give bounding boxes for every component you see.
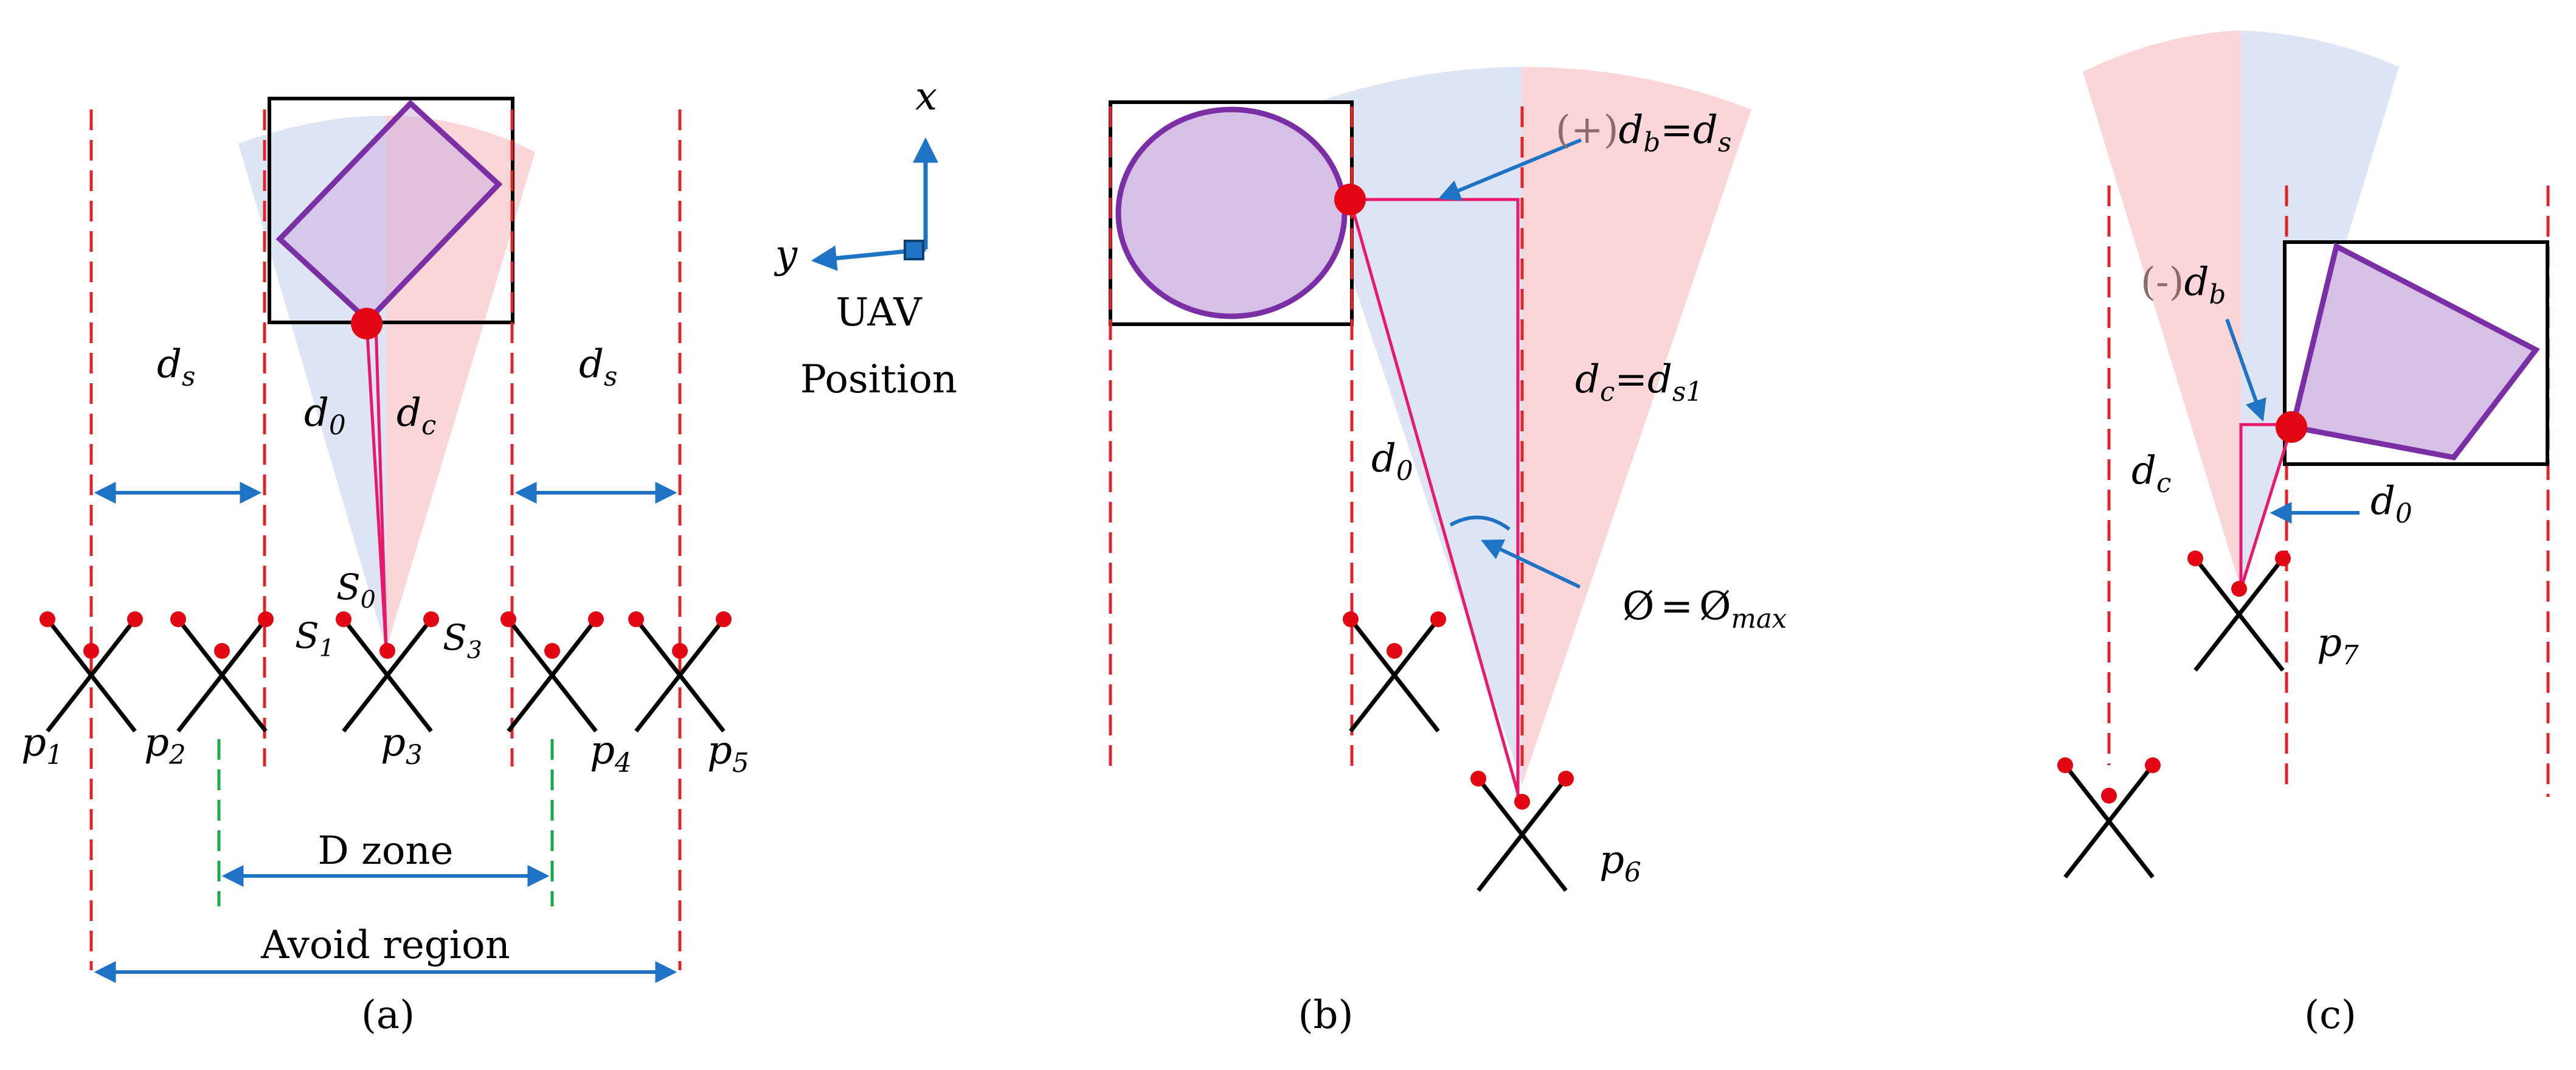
dc-equation: dc=ds1 — [1575, 357, 1703, 408]
uav-icon-p5 — [628, 611, 732, 733]
uav-icon-p1 — [40, 611, 143, 733]
obstacle-ellipse — [1115, 106, 1348, 319]
obstacle-contact-point — [1334, 184, 1366, 215]
panel-c: (-)db dc d0 p7 (c) — [2057, 30, 2550, 1038]
d0-label: d0 — [304, 391, 346, 441]
phi-pointer-arrow — [1481, 539, 1581, 589]
dc-path-line — [374, 323, 388, 650]
ds-label-right: ds — [579, 342, 617, 392]
s1-label: S1 — [295, 615, 334, 662]
uav-icon — [1343, 611, 1446, 733]
avoid-region-label: Avoid region — [260, 923, 510, 968]
uav-icon — [2057, 757, 2161, 879]
phi-angle-arc — [1449, 515, 1511, 531]
axes-caption-line2: Position — [800, 357, 957, 402]
panel-c-caption: (c) — [2304, 993, 2356, 1038]
uav-icon-p2 — [170, 611, 274, 733]
db-path — [2239, 423, 2291, 589]
d0-label: d0 — [1371, 436, 1413, 487]
dc-label: dc — [396, 391, 436, 441]
sensor-sector-left — [2083, 30, 2241, 589]
sensor-sector-right — [1522, 67, 1751, 785]
phi-equation: Ø=Ømax — [1622, 584, 1787, 634]
uav-icon-p4 — [500, 611, 604, 733]
p5-label: p5 — [707, 728, 749, 779]
db-pointer-arrow — [2225, 318, 2266, 422]
ds-label-left: ds — [157, 342, 195, 392]
p6-label: p6 — [1599, 838, 1641, 888]
y-axis-label: y — [774, 232, 798, 277]
d0-path-line — [1348, 199, 1522, 802]
boundary-lines — [89, 109, 682, 970]
p1-label: p1 — [21, 720, 63, 771]
x-axis-label: x — [915, 74, 937, 119]
db-label: (-)db — [2141, 260, 2226, 310]
panel-a: ds ds d0 dc S0 S1 S3 p1 p2 p3 p4 p5 D zo… — [21, 97, 749, 1038]
s0-label: S0 — [336, 566, 376, 614]
db-path — [1350, 198, 1520, 802]
boundary-lines — [1109, 106, 1524, 769]
p2-label: p2 — [144, 720, 186, 771]
obstacle-contact-point — [351, 308, 383, 339]
axes-caption-line1: UAV — [836, 290, 923, 335]
p3-label: p3 — [381, 720, 423, 771]
dzone-label: D zone — [318, 829, 454, 874]
dc-label: dc — [2131, 448, 2171, 499]
d0-path-line — [2239, 426, 2293, 589]
uav-icon-p3 — [336, 611, 439, 733]
uav-icon-p6 — [1470, 771, 1574, 892]
db-equation: (+)db=ds — [1556, 108, 1731, 158]
s3-label: S3 — [443, 617, 482, 664]
panel-a-caption: (a) — [361, 993, 415, 1038]
panel-b-caption: (b) — [1298, 993, 1354, 1038]
uav-axes: x y UAV Position — [774, 74, 957, 402]
p4-label: p4 — [590, 728, 632, 779]
p7-label: p7 — [2317, 620, 2359, 671]
obstacle-contact-point — [2276, 411, 2307, 443]
uav-icon-p7 — [2187, 551, 2291, 672]
dzone-lines — [217, 739, 554, 906]
db-pointer-arrow — [1438, 138, 1582, 201]
obstacle-quadrilateral — [2289, 242, 2540, 460]
uav-origin-square — [904, 240, 924, 260]
d0-label: d0 — [2370, 479, 2412, 529]
panel-b: (+)db=ds dc=ds1 d0 Ø=Ømax p6 (b) — [1109, 67, 1787, 1038]
